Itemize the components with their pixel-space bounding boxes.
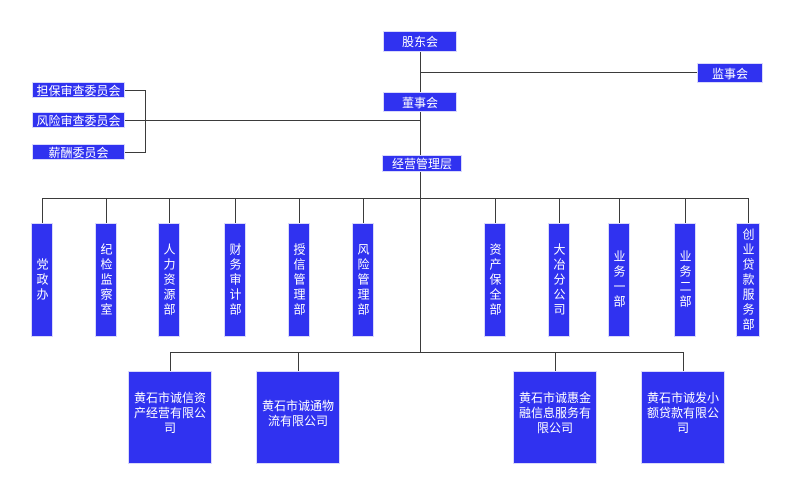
line-dept-stub	[685, 198, 686, 223]
line-subsidiary-stub	[170, 352, 171, 371]
line-board-to-management	[420, 112, 421, 155]
line-subsidiary-stub	[298, 352, 299, 371]
line-committee-stub	[125, 152, 146, 153]
department-box-credit-management: 授信管理部	[288, 223, 310, 337]
committee-box-guarantee-review: 担保审查委员会	[32, 82, 125, 98]
department-box-daye-branch: 大冶分公司	[548, 223, 570, 337]
line-committee-bus	[145, 90, 146, 153]
department-label: 业务一部	[612, 250, 626, 310]
department-label: 业务二部	[678, 250, 692, 310]
line-dept-stub	[169, 198, 170, 223]
department-box-discipline-inspection: 纪检监察室	[95, 223, 117, 337]
department-label: 大冶分公司	[552, 242, 566, 318]
committee-box-compensation: 薪酬委员会	[32, 144, 125, 160]
department-box-business-2: 业务二部	[674, 223, 696, 337]
department-box-business-1: 业务一部	[608, 223, 630, 337]
department-box-party-office: 党政办	[31, 223, 53, 337]
line-dept-stub	[42, 198, 43, 223]
department-box-finance-audit: 财务审计部	[224, 223, 246, 337]
department-box-risk-management: 风险管理部	[352, 223, 374, 337]
department-box-asset-preservation: 资产保全部	[484, 223, 506, 337]
node-shareholders-meeting: 股东会	[383, 31, 457, 52]
subsidiary-box-chenghui-finance-info: 黄石市诚惠金融信息服务有限公司	[513, 371, 597, 464]
line-dept-stub	[363, 198, 364, 223]
line-subsidiary-stub	[683, 352, 684, 371]
line-to-supervisory-board	[420, 72, 697, 73]
line-subsidiary-bus	[170, 352, 683, 353]
line-department-bus	[42, 198, 748, 199]
line-committee-stub	[125, 90, 146, 91]
department-label: 风险管理部	[356, 242, 370, 318]
department-label: 授信管理部	[292, 242, 306, 318]
department-box-human-resources: 人力资源部	[158, 223, 180, 337]
line-dept-stub	[299, 198, 300, 223]
line-management-trunk	[420, 172, 421, 353]
line-dept-stub	[106, 198, 107, 223]
line-subsidiary-stub	[555, 352, 556, 371]
subsidiary-box-chengfa-microloan: 黄石市诚发小额贷款有限公司	[641, 371, 725, 464]
line-dept-stub	[559, 198, 560, 223]
committee-box-risk-review: 风险审查委员会	[32, 112, 125, 128]
node-supervisory-board: 监事会	[697, 63, 763, 83]
line-dept-stub	[235, 198, 236, 223]
department-label: 党政办	[35, 257, 49, 303]
department-label: 人力资源部	[162, 242, 176, 318]
subsidiary-box-chengtong-logistics: 黄石市诚通物流有限公司	[256, 371, 340, 464]
line-dept-stub	[619, 198, 620, 223]
department-box-startup-loan-service: 创业贷款服务部	[736, 223, 760, 337]
department-label: 创业贷款服务部	[741, 227, 755, 333]
line-committees-to-trunk	[125, 120, 420, 121]
line-dept-stub	[748, 198, 749, 223]
node-management-layer: 经营管理层	[382, 155, 462, 172]
department-label: 财务审计部	[228, 242, 242, 318]
department-label: 资产保全部	[488, 242, 502, 318]
line-dept-stub	[495, 198, 496, 223]
subsidiary-box-chengxin-asset: 黄石市诚信资产经营有限公司	[128, 371, 212, 464]
department-label: 纪检监察室	[99, 242, 113, 318]
node-board-of-directors: 董事会	[383, 92, 457, 112]
